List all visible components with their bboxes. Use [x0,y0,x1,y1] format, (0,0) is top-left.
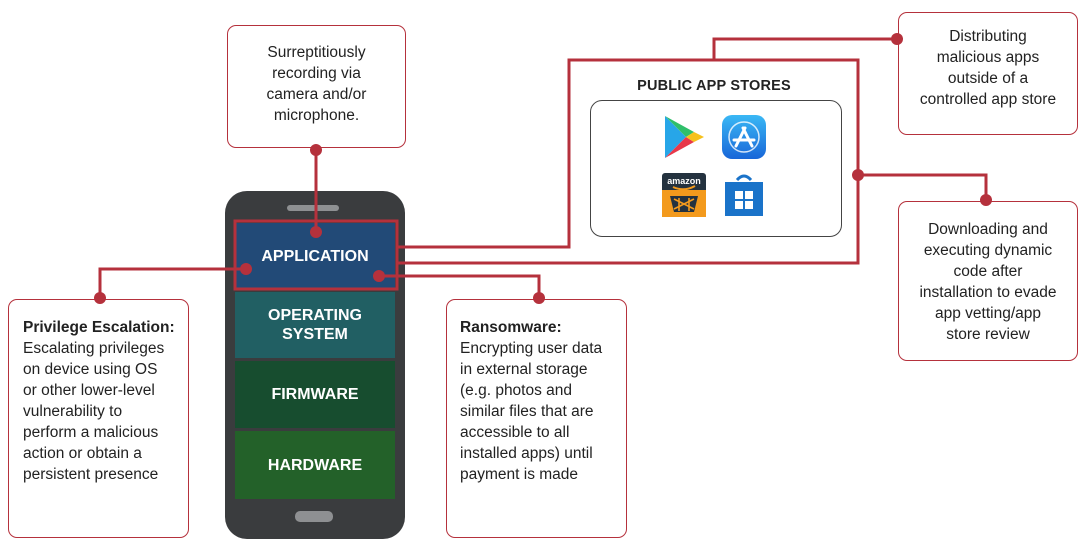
app-stores-panel [590,100,842,237]
privilege-escalation-title: Privilege Escalation: [23,319,175,336]
microsoft-store-icon [725,174,763,216]
application-layer: APPLICATION [235,223,395,289]
amazon-appstore-icon: amazon [662,173,706,217]
recording-text: Surreptitiously recording via camera and… [266,44,367,124]
recording-callout: Surreptitiously recording via camera and… [227,25,406,148]
apple-app-store-icon [722,115,766,159]
downloading-text: Downloading and executing dynamic code a… [919,221,1057,343]
ransomware-body: Encrypting user data in external storage… [460,340,603,483]
distributing-callout: Distributing malicious apps outside of a… [898,12,1078,135]
distributing-connector [712,37,897,60]
downloading-connector [858,173,988,200]
google-play-icon [665,116,704,158]
firmware-layer: FIRMWARE [235,361,395,428]
operating-system-layer: OPERATING SYSTEM [235,292,395,358]
distributing-text: Distributing malicious apps outside of a… [919,28,1057,108]
privilege-escalation-callout: Privilege Escalation: Escalating privile… [8,299,189,538]
public-app-stores-title: PUBLIC APP STORES [637,78,791,94]
smartphone: APPLICATION OPERATING SYSTEM FIRMWARE HA… [225,191,405,539]
phone-home-button [295,511,333,522]
privilege-escalation-body: Escalating privileges on device using OS… [23,340,165,483]
phone-speaker [287,205,339,211]
ransomware-callout: Ransomware: Encrypting user data in exte… [446,299,627,538]
amazon-label: amazon [667,176,701,186]
ransomware-title: Ransomware: [460,319,562,336]
downloading-callout: Downloading and executing dynamic code a… [898,201,1078,361]
hardware-layer: HARDWARE [235,431,395,499]
store-junction-dot [852,169,864,181]
